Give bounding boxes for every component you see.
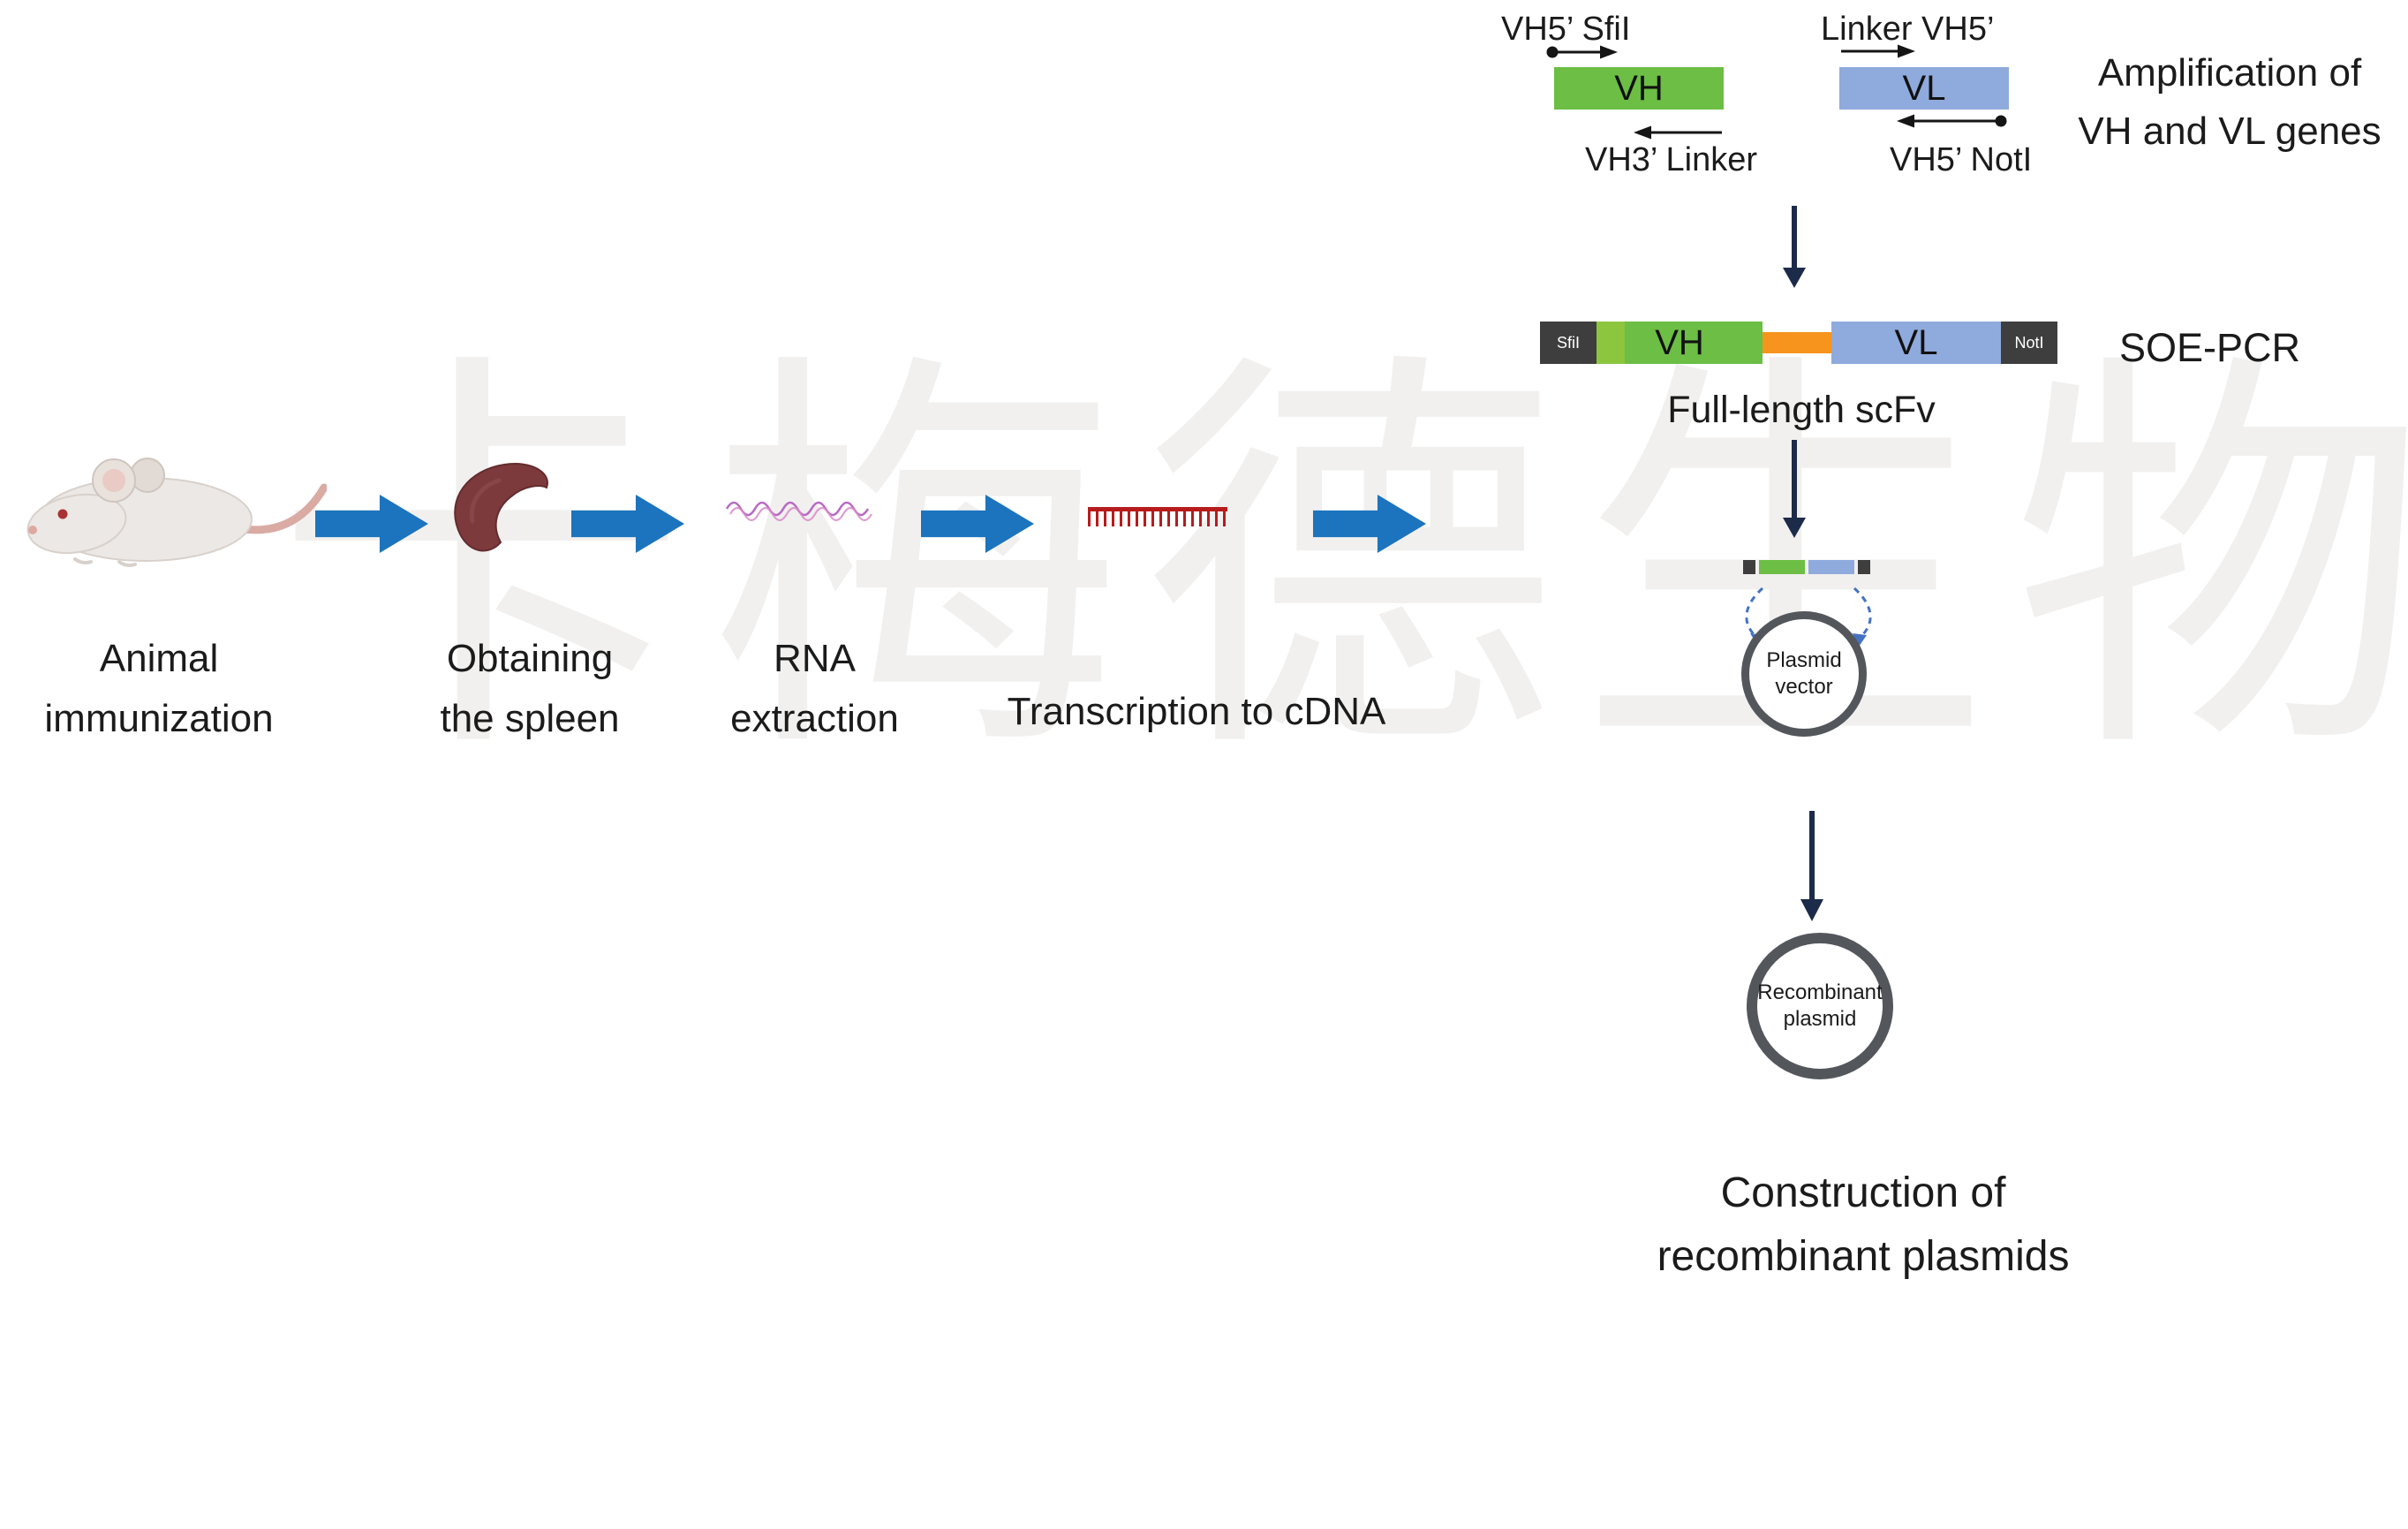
mini-site-segment	[1743, 560, 1755, 574]
notl-site-box: NotI	[2001, 322, 2057, 364]
cdna-icon	[1088, 507, 1227, 526]
soe-vl-label: VL	[1894, 322, 1938, 362]
step-label-line: the spleen	[440, 697, 620, 741]
step-label-line: RNA	[774, 637, 856, 680]
primer-arrow-icon	[1634, 125, 1722, 140]
step-label-line: Obtaining	[446, 637, 614, 680]
sfil-site-label: SfiI	[1556, 333, 1580, 352]
vh-gene-label: VH	[1614, 68, 1664, 108]
spleen-icon	[454, 463, 548, 552]
soe-vh-label: VH	[1655, 322, 1704, 362]
step-label-obtaining-spleen: Obtaining the spleen	[371, 629, 689, 749]
down-arrow-icon	[1800, 811, 1823, 921]
linker-segment	[1763, 332, 1831, 353]
recombinant-plasmid-circle: Recombinant plasmid	[1747, 933, 1893, 1079]
mini-vl-segment	[1808, 560, 1854, 574]
mini-scfv-construct	[1743, 560, 1870, 574]
amplification-caption: Amplification of VH and VL genes	[2066, 44, 2393, 161]
vl-forward-primer-label: Linker VH5’	[1821, 11, 1995, 48]
caption-line: Construction of	[1720, 1169, 2006, 1216]
sfil-site-box: SfiI	[1540, 322, 1597, 364]
caption-line: Amplification of	[2097, 51, 2362, 95]
mouse-icon	[26, 458, 327, 567]
primer-arrow-icon	[1841, 44, 1915, 58]
mini-site-segment	[1858, 560, 1870, 574]
plasmid-vector-circle: Plasmid vector	[1741, 611, 1867, 737]
step-label-line: extraction	[730, 697, 899, 741]
rna-icon	[725, 501, 872, 522]
soe-vh-box: VH	[1597, 322, 1763, 364]
step-label-line: Animal	[99, 637, 219, 680]
full-length-scfv-caption: Full-length scFv	[1667, 389, 1936, 431]
caption-line: VH and VL genes	[2078, 110, 2382, 153]
notl-site-label: NotI	[2014, 333, 2044, 352]
watermark-text: 卡梅德生物	[274, 330, 2408, 794]
vh-reverse-primer-label: VH3’ Linker	[1585, 141, 1758, 178]
step-label-rna-extraction: RNA extraction	[667, 629, 962, 749]
caption-line: recombinant plasmids	[1657, 1233, 2070, 1280]
recombinant-plasmid-label-line: plasmid	[1783, 1007, 1857, 1031]
vl-reverse-primer-label: VH5’ NotI	[1890, 141, 2033, 178]
step-label-transcription-cdna: Transcription to cDNA	[958, 682, 1435, 742]
vh-gene-box: VH	[1554, 67, 1724, 110]
down-arrow-icon	[1783, 440, 1806, 538]
down-arrow-icon	[1783, 206, 1806, 288]
step-label-line: Transcription to cDNA	[1007, 690, 1386, 733]
construction-caption: Construction of recombinant plasmids	[1589, 1162, 2137, 1289]
recombinant-plasmid-label-line: Recombinant	[1757, 980, 1883, 1004]
step-label-animal-immunization: Animal immunization	[0, 629, 318, 749]
plasmid-vector-label-line: Plasmid	[1766, 648, 1842, 672]
vl-gene-label: VL	[1902, 68, 1946, 108]
primer-arrow-icon	[1546, 45, 1618, 59]
plasmid-vector-label-line: vector	[1775, 675, 1833, 699]
primer-arrow-icon	[1897, 114, 2007, 128]
step-label-line: immunization	[44, 697, 274, 741]
soe-pcr-label: SOE-PCR	[2119, 325, 2301, 370]
vh-forward-primer-label: VH5’ SfiI	[1501, 11, 1631, 48]
soe-vl-box: VL	[1831, 322, 2001, 364]
mini-vh-segment	[1759, 560, 1805, 574]
vl-gene-box: VL	[1839, 67, 2009, 110]
